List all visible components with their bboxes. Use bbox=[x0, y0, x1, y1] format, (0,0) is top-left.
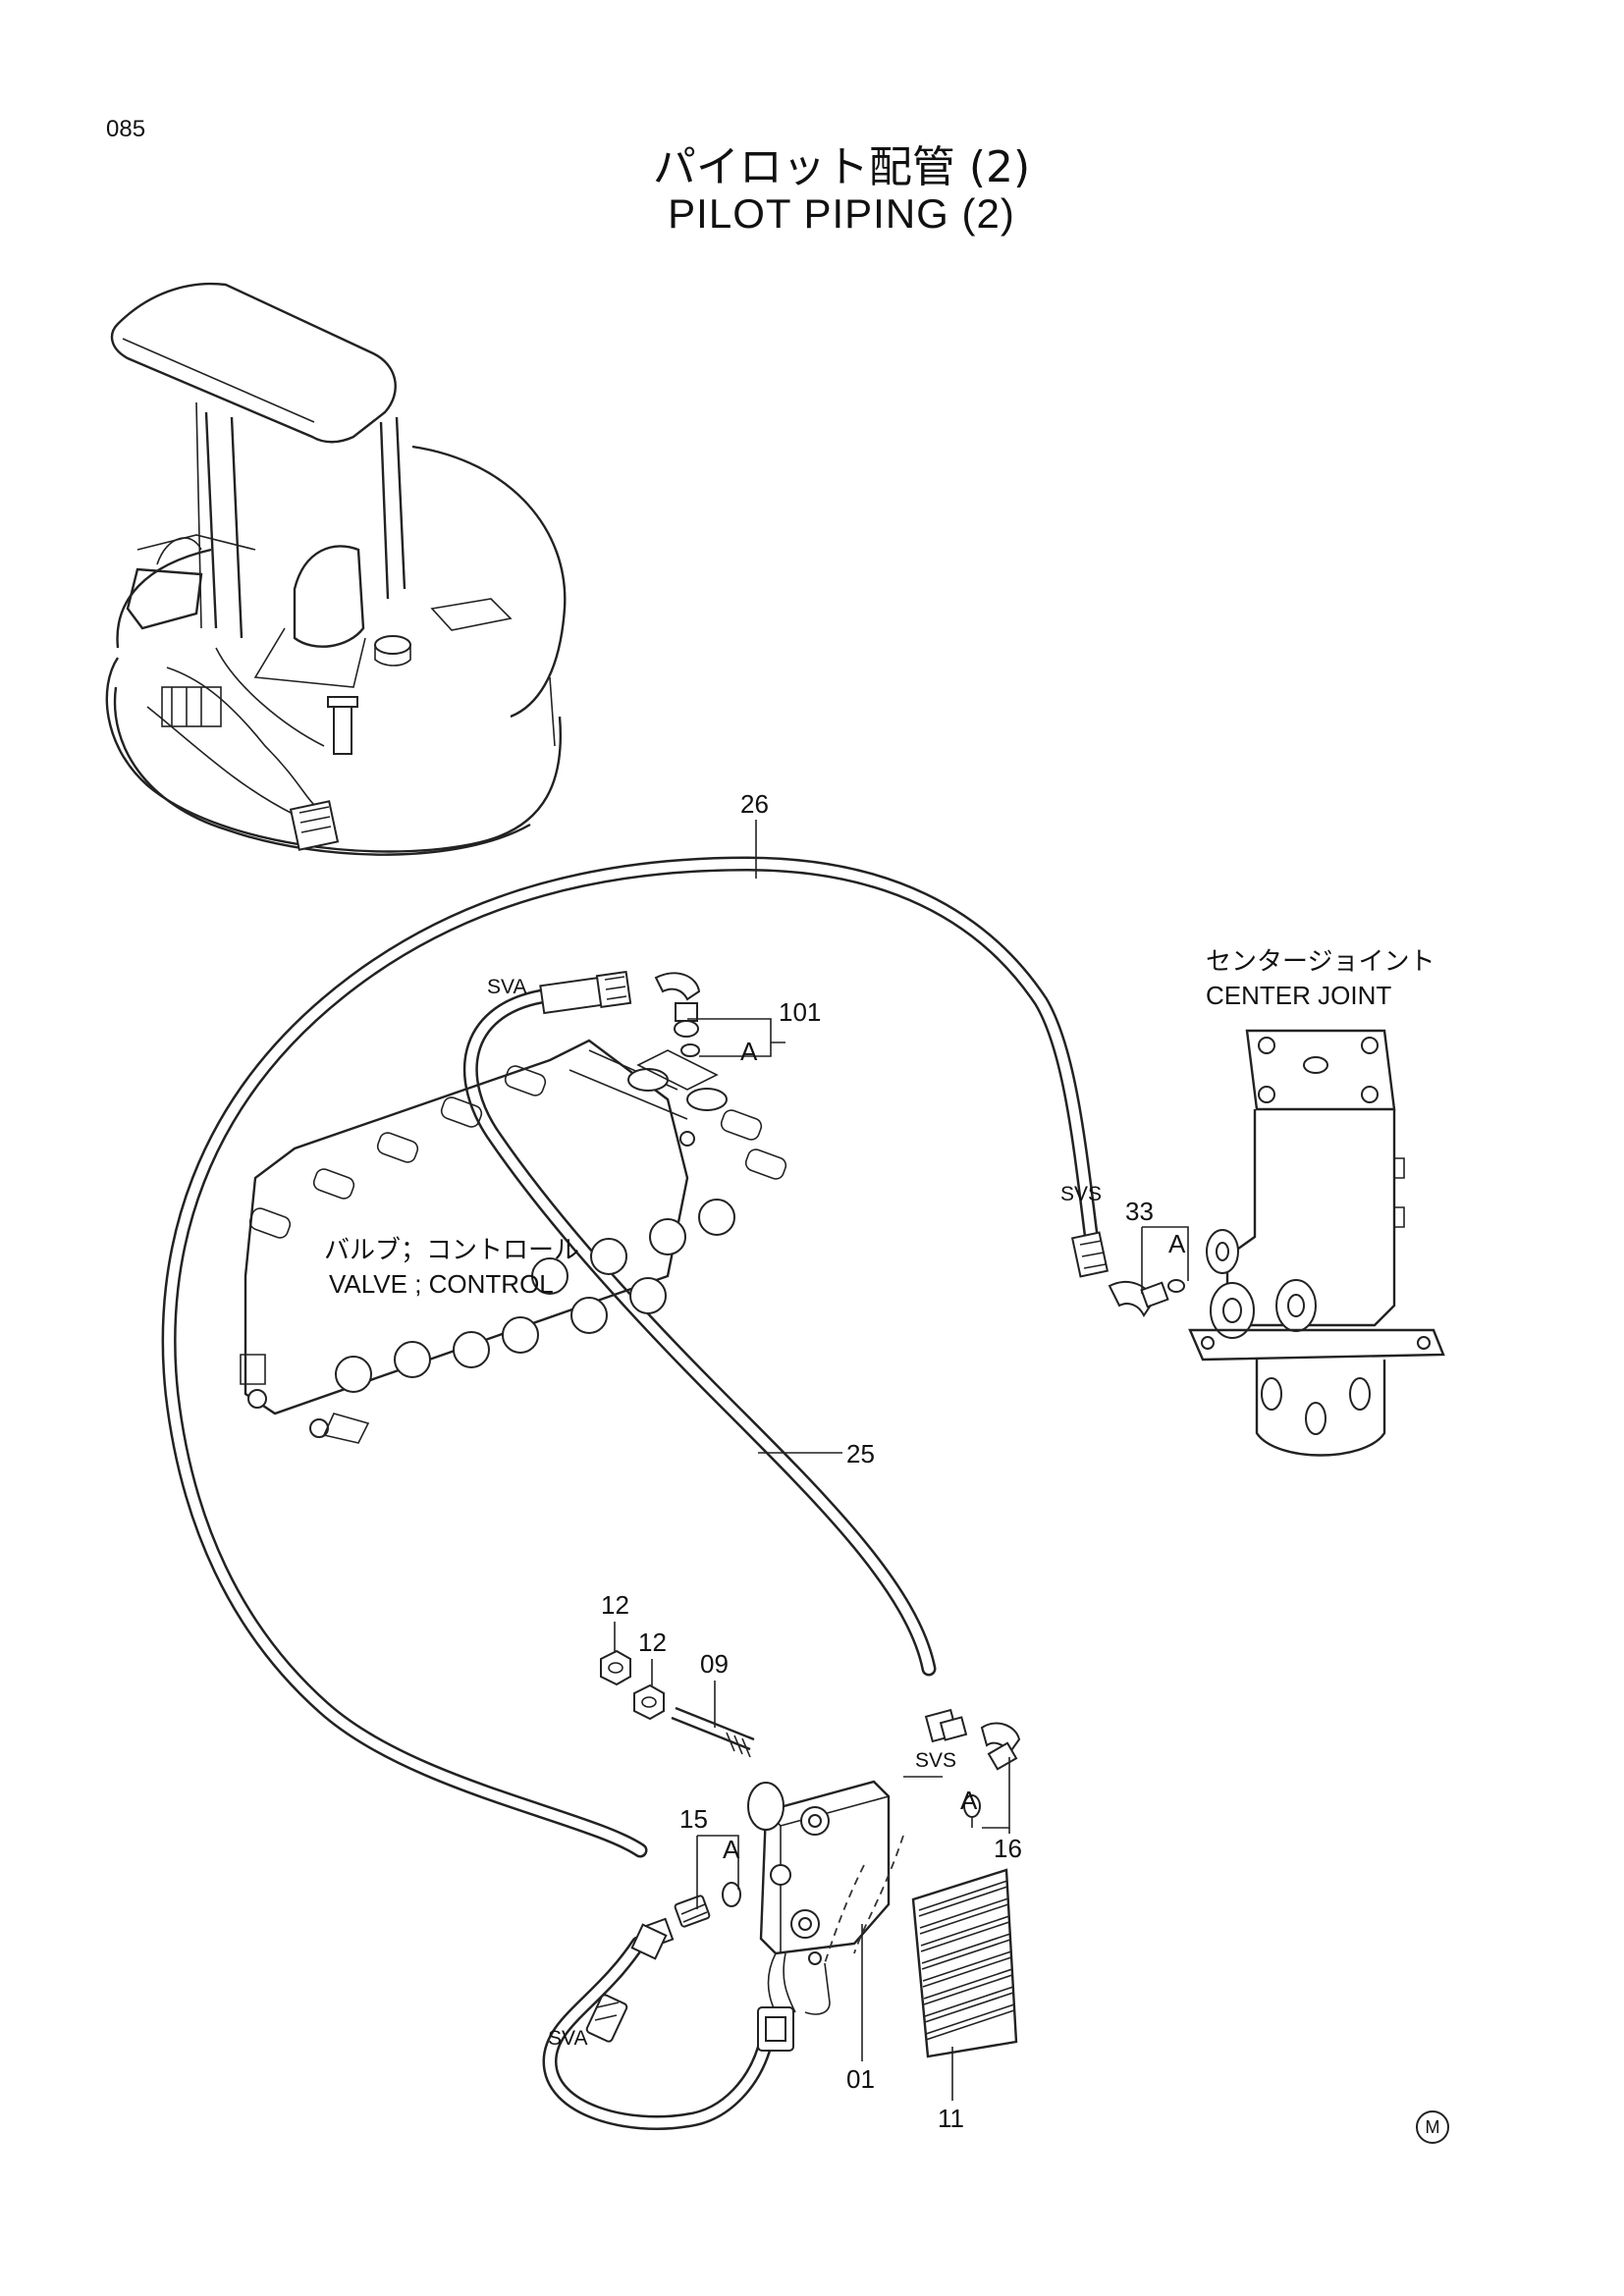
page-title-english: PILOT PIPING (2) bbox=[668, 190, 1015, 237]
callout-11: 11 bbox=[938, 2104, 964, 2133]
port-label-svs-block: SVS bbox=[915, 1749, 956, 1772]
page-number: 085 bbox=[106, 116, 146, 142]
machine-overview-illustration bbox=[105, 282, 567, 856]
name-plate-11 bbox=[911, 1868, 1018, 2058]
port-label-svs-right: SVS bbox=[1060, 1183, 1102, 1205]
nut-12b bbox=[633, 1683, 665, 1721]
callout-25: 25 bbox=[846, 1439, 875, 1468]
callout-12b: 12 bbox=[638, 1628, 667, 1657]
callout-33: 33 bbox=[1125, 1197, 1154, 1226]
fitting-33 bbox=[1070, 1231, 1185, 1317]
control-valve-illustration bbox=[240, 1039, 787, 1444]
fittings-sva-101 bbox=[539, 970, 701, 1057]
callout-15: 15 bbox=[679, 1804, 708, 1834]
leader-lines bbox=[614, 820, 1189, 2101]
callout-26: 26 bbox=[740, 789, 769, 819]
trademark-mark: M bbox=[1416, 2110, 1449, 2144]
callout-12a: 12 bbox=[601, 1590, 629, 1620]
detail-mark-a-101: A bbox=[740, 1037, 758, 1066]
callout-09: 09 bbox=[700, 1649, 729, 1679]
page-title-japanese: パイロット配管 (2) bbox=[652, 142, 1031, 192]
port-label-sva-bottom: SVA bbox=[548, 2027, 587, 2050]
solenoid-valve-block-01 bbox=[747, 1780, 904, 2052]
bolt-09 bbox=[671, 1706, 755, 1758]
fitting-16 bbox=[924, 1708, 1021, 1818]
detail-mark-a-15: A bbox=[723, 1835, 740, 1864]
center-joint-label-jp: センタージョイント bbox=[1206, 947, 1435, 977]
center-joint-label-en: CENTER JOINT bbox=[1206, 981, 1391, 1010]
center-joint-illustration bbox=[1188, 1029, 1445, 1457]
pilot-hose-25 bbox=[462, 988, 937, 2130]
control-valve-label-jp: バルブ；コントロール bbox=[324, 1236, 579, 1265]
callout-01: 01 bbox=[846, 2064, 875, 2094]
callout-16: 16 bbox=[994, 1834, 1022, 1863]
detail-mark-a-16: A bbox=[960, 1786, 978, 1815]
control-valve-label-en: VALVE ; CONTROL bbox=[329, 1269, 554, 1299]
callout-101: 101 bbox=[779, 997, 821, 1027]
hose-end-sva-lower bbox=[585, 1923, 668, 2043]
detail-mark-a-33: A bbox=[1168, 1229, 1186, 1258]
pilot-hose-26 bbox=[161, 856, 1100, 1858]
nut-12a bbox=[600, 1649, 631, 1686]
port-label-sva-top: SVA bbox=[487, 976, 526, 998]
